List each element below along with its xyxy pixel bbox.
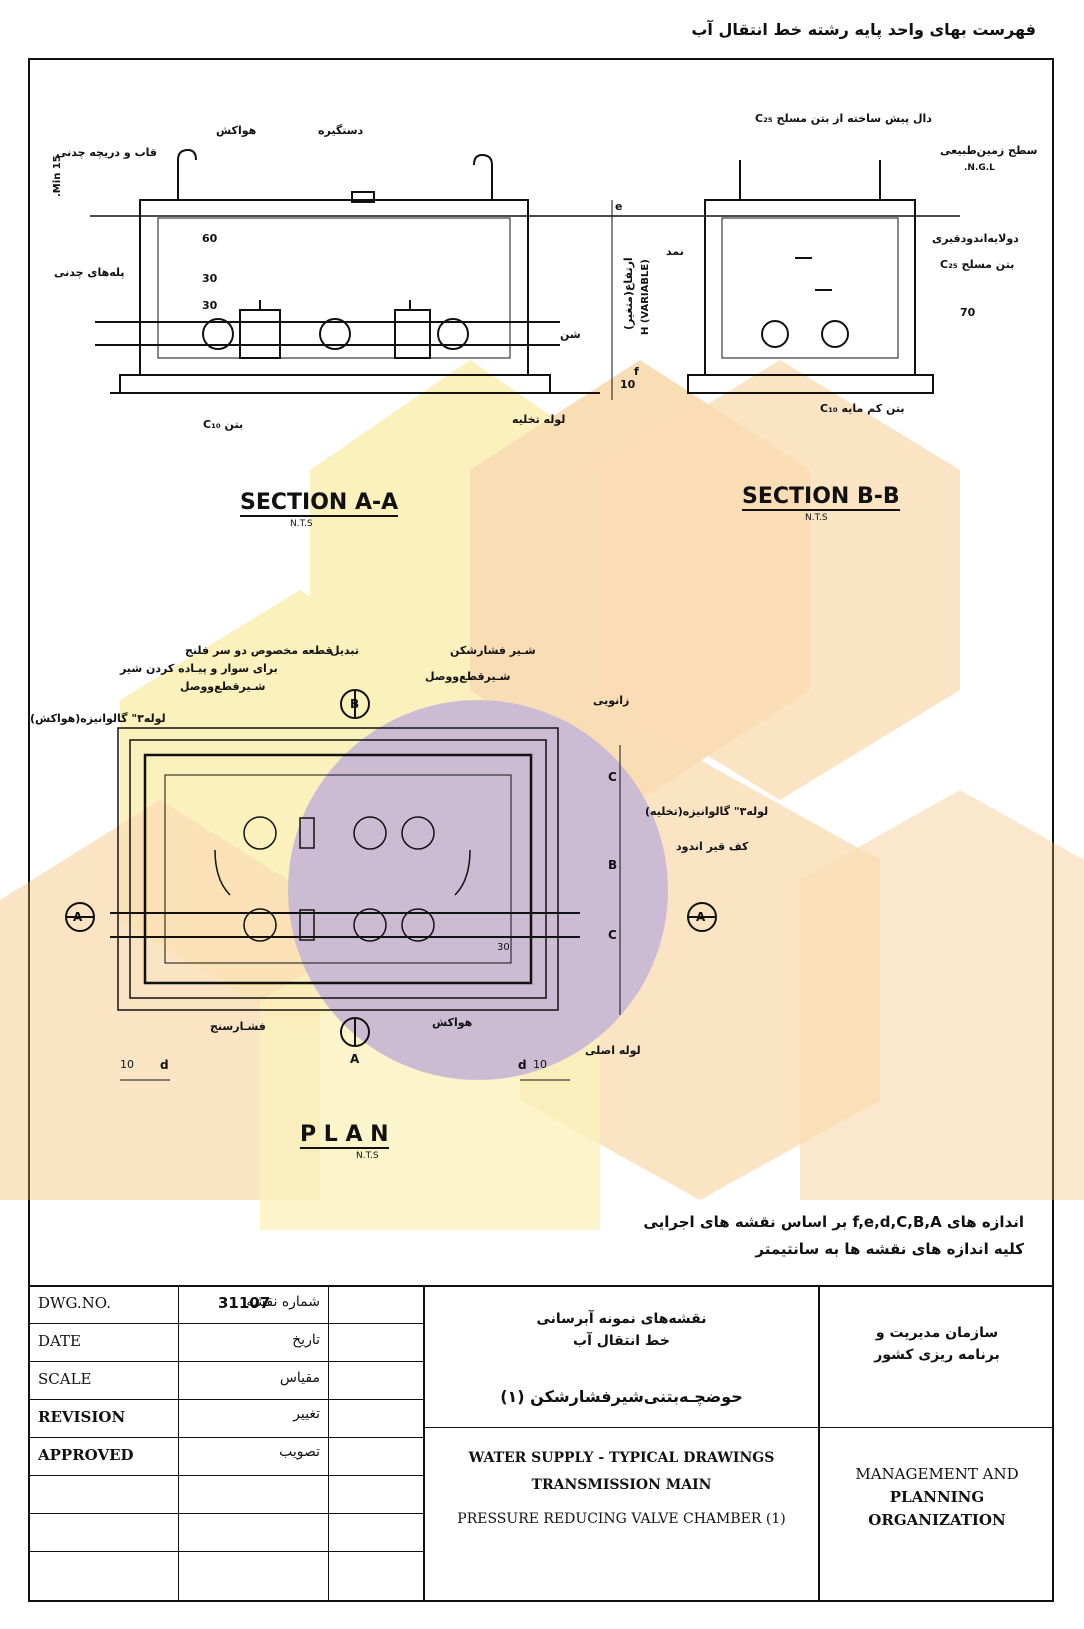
revision-fa: تغییر — [293, 1406, 320, 1422]
dim-30-plan: 30 — [497, 942, 510, 953]
label-seal: نمد — [666, 245, 684, 258]
dim-c-top: C — [608, 770, 617, 784]
label-floor: کف قیر اندود — [676, 840, 749, 853]
dim-e: e — [615, 200, 623, 213]
dwg-no-value: 31107 — [218, 1294, 271, 1312]
marker-a-bottom: A — [350, 1052, 360, 1066]
label-cast-frame: قاب و دریچه چدنی — [56, 146, 157, 159]
plan-drawing — [110, 727, 621, 1081]
label-air-valve-plan: هواکش — [432, 1016, 473, 1029]
dwg-no-label: DWG.NO. — [38, 1294, 111, 1312]
org-en-line1: MANAGEMENT AND — [855, 1465, 1019, 1483]
revision-label: REVISION — [38, 1408, 126, 1426]
dim-10: 10 — [620, 378, 636, 391]
plan-title: P L A N — [300, 1122, 389, 1149]
approved-fa: تصویب — [279, 1444, 320, 1460]
drawing-frame — [28, 58, 1054, 1602]
title-fa-line1: نقشه‌های نمونه آبرسانی — [536, 1311, 707, 1327]
org-fa-line2: برنامه ریزی کشور — [874, 1347, 1000, 1363]
label-gravel: شن — [560, 328, 581, 341]
title-en-line1: WATER SUPPLY - TYPICAL DRAWINGS — [468, 1450, 775, 1466]
dim-60: 60 — [202, 232, 218, 245]
dim-30a: 30 — [202, 272, 218, 285]
dim-f: f — [634, 365, 639, 378]
section-marker-b-top — [340, 689, 370, 719]
title-en-line3: PRESSURE REDUCING VALVE CHAMBER (1) — [457, 1511, 786, 1527]
section-marker-b-bottom — [340, 1017, 370, 1047]
label-concrete-c10: بتن C₁₀ — [203, 418, 244, 431]
note-dimensions-basis: اندازه های f,e,d,C,B,A بر اساس نقشه های … — [643, 1213, 1024, 1231]
label-special-piece: قطعه مخصوص دو سر فلنج — [185, 644, 333, 657]
label-main-pipe: لوله اصلی — [585, 1044, 641, 1057]
label-galv-drain: لوله۳" گالوانیزه(تخلیه) — [645, 805, 769, 818]
label-transition: تبدیل — [330, 644, 359, 657]
org-fa-line1: سازمان مدیریت و — [875, 1325, 999, 1341]
label-height-fa: ارتفاع(متغیر) — [622, 257, 635, 330]
label-bitumen: دولایه‌اندودقیری — [932, 232, 1019, 245]
label-height-variable: H (VARIABLE) — [640, 259, 651, 335]
label-lean-concrete: بتن کم مایه C₁₀ — [820, 402, 905, 415]
section-aa-title: SECTION A-A — [240, 490, 399, 517]
title-block: DWG.NO. 31107 شماره نقشه DATE تاریخ SCAL… — [28, 1285, 1054, 1602]
title-fa-line2: خط انتقال آب — [573, 1333, 670, 1349]
label-precast-slab: دال پیش ساخته از بتن مسلح C₂₅ — [755, 112, 932, 125]
label-15-min: 15 Min. — [52, 155, 63, 197]
label-handle: دستگیره — [318, 124, 364, 137]
section-aa-scale: N.T.S — [290, 519, 313, 529]
dim-b-mid: B — [608, 858, 618, 872]
section-marker-a-right — [687, 902, 717, 932]
section-marker-a-left — [65, 902, 95, 932]
dim-70: 70 — [960, 306, 976, 319]
section-bb-drawing — [630, 160, 960, 394]
note-units-cm: کلیه اندازه های نقشه ها به سانتیمتر — [755, 1240, 1024, 1258]
marker-a-right: A — [696, 910, 706, 924]
label-ngl: N.G.L. — [964, 163, 995, 173]
date-label: DATE — [38, 1332, 81, 1350]
label-drain-pipe: لوله تخلیه — [512, 413, 566, 426]
label-cast-steps: پله‌های چدنی — [54, 266, 125, 279]
dim-d-right: d — [518, 1058, 527, 1072]
watermark-logo — [0, 360, 1084, 1230]
label-air-valve: هواکش — [216, 124, 257, 137]
scale-label: SCALE — [38, 1370, 92, 1388]
dim-d-left: d — [160, 1058, 169, 1072]
section-bb-title: SECTION B-B — [742, 484, 900, 511]
label-elbow: زانویی — [593, 694, 630, 707]
section-bb-scale: N.T.S — [805, 513, 828, 523]
dim-10-left: 10 — [120, 1058, 134, 1071]
label-gate-valve-2: شـیرقطع‌ووصل — [425, 670, 511, 683]
marker-b-top: B — [350, 697, 360, 711]
plan-scale: N.T.S — [356, 1151, 379, 1161]
title-fa-line3: حوضچـه‌بتنی‌شیرفشارشکن (۱) — [500, 1387, 743, 1406]
label-gauge: فشـارسنج — [210, 1020, 266, 1033]
approved-label: APPROVED — [38, 1446, 134, 1464]
label-special-piece-2: برای سوار و پیـاده کردن شیر — [120, 662, 278, 675]
dim-10-right: 10 — [533, 1058, 547, 1071]
page-header-title: فهرست بهای واحد پایه رشته خط انتقال آب — [691, 20, 1036, 39]
label-galv-air: لوله۳" گالوانیزه(هواکش) — [30, 712, 166, 725]
marker-a-left: A — [73, 910, 83, 924]
org-en-line2: PLANNING — [889, 1488, 985, 1506]
dim-c-bottom: C — [608, 928, 617, 942]
label-gate-valve: شـیرقطع‌ووصل — [180, 680, 266, 693]
date-fa: تاریخ — [292, 1332, 320, 1348]
dwg-no-fa: شماره نقشه — [246, 1294, 320, 1310]
title-en-line2: TRANSMISSION MAIN — [531, 1477, 712, 1493]
dim-30b: 30 — [202, 299, 218, 312]
scale-fa: مقیاس — [279, 1370, 320, 1386]
label-ground: سطح زمین‌طبیعی — [940, 144, 1038, 157]
label-prv: شـیر فشارشکن — [450, 644, 536, 657]
section-aa-drawing — [90, 148, 630, 400]
org-en-line3: ORGANIZATION — [868, 1511, 1006, 1529]
label-reinforced: بتن مسلح C₂₅ — [940, 258, 1015, 271]
